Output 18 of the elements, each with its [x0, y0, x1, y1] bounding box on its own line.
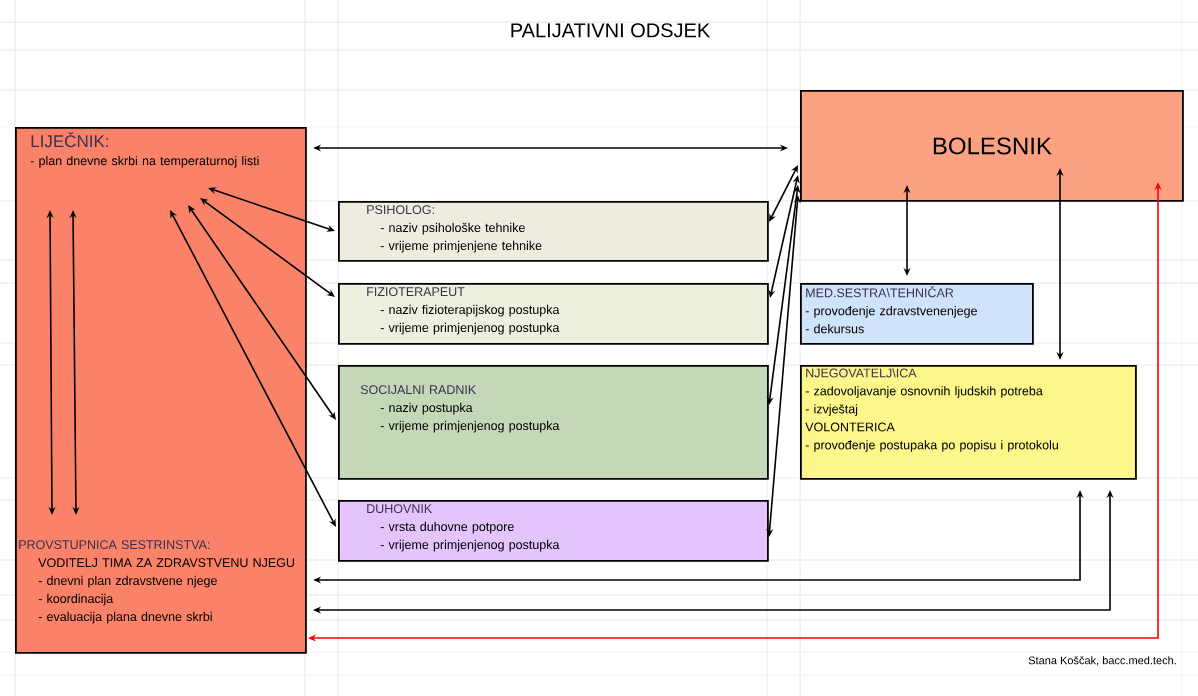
- patient-box: BOLESNIK: [800, 90, 1184, 202]
- author-note: Stana Koščak, bacc.med.tech.: [1028, 656, 1176, 666]
- arrow: [200, 198, 335, 297]
- role-box: FIZIOTERAPEUT - naziv fizioterapijskog postupka - vrijeme primjenjenog postupka: [338, 283, 769, 345]
- arrow: [769, 165, 798, 222]
- role-text: PROVSTUPNICA SESTRINSTVA: VODITELJ TIMA ZA ZDRAVSTVENU NJEGU - dnevni plan zdravstvene njege - koordinacija - evaluacija plana dnevne skrbi: [19, 540, 294, 624]
- arrow: [188, 205, 336, 420]
- arrow: [768, 175, 800, 298]
- role-box: NJEGOVATELJ\ICA - zadovoljavanje osnovnih ljudskih potreba - izvještaj VOLONTERICA - provođenje postupaka po popisu i protokolu: [800, 365, 1137, 480]
- role-text: LIJEČNIK: - plan dnevne skrbi na temperaturnoj listi: [30, 132, 259, 168]
- role-box: SOCIJALNI RADNIK - naziv postupka - vrijeme primjenjenog postupka: [338, 365, 769, 480]
- arrow: [208, 187, 335, 232]
- title: PALIJATIVNI ODSJEK: [511, 23, 710, 38]
- panel-box: [15, 127, 307, 654]
- role-box: DUHOVNIK - vrsta duhovne potpore - vrijeme primjenjenog postupka: [338, 500, 769, 562]
- arrow: [170, 210, 336, 527]
- role-box: PSIHOLOG: - naziv psihološke tehnike - vrijeme primjenjene tehnike: [338, 201, 769, 262]
- role-box: MED.SESTRA\TEHNIČAR - provođenje zdravstvenenjege - dekursus: [800, 283, 1034, 345]
